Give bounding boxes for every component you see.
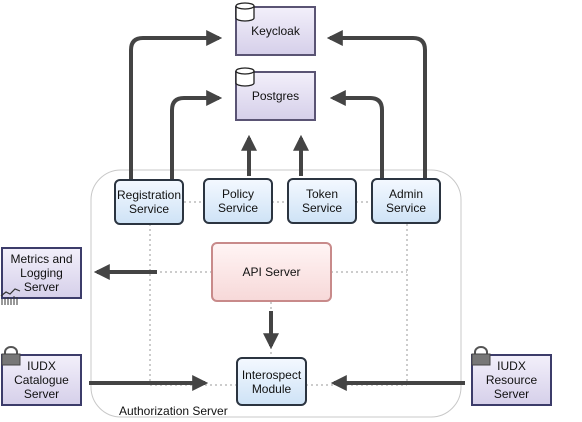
iudx-catalogue-server-label: IUDX Catalogue Server bbox=[14, 359, 69, 401]
iudx-resource-server-label: IUDX Resource Server bbox=[485, 359, 538, 401]
admin-service-label: Admin Service bbox=[385, 187, 426, 215]
admin-service-node[interactable]: Admin Service bbox=[371, 178, 441, 224]
database-cylinder-icon bbox=[235, 2, 255, 22]
api-server-label: API Server bbox=[242, 265, 301, 279]
policy-service-node[interactable]: Policy Service bbox=[203, 178, 273, 224]
token-service-label: Token Service bbox=[301, 187, 342, 215]
registration-service-node[interactable]: Registration Service bbox=[114, 179, 184, 225]
arrow-registration-to-keycloak bbox=[129, 30, 223, 180]
registration-service-label: Registration Service bbox=[116, 188, 182, 216]
authorization-server-container bbox=[90, 169, 462, 418]
interospect-module-node[interactable]: Interospect Module bbox=[236, 357, 307, 406]
token-service-node[interactable]: Token Service bbox=[287, 178, 357, 224]
arrow-admin-to-keycloak bbox=[326, 30, 427, 180]
keycloak-label: Keycloak bbox=[251, 24, 300, 38]
interospect-module-label: Interospect Module bbox=[241, 367, 302, 396]
lock-icon bbox=[471, 346, 491, 366]
arrow-registration-to-postgres bbox=[170, 90, 223, 180]
authorization-server-label: Authorization Server bbox=[119, 404, 228, 418]
postgres-label: Postgres bbox=[251, 89, 300, 103]
postgres-node[interactable]: Postgres bbox=[235, 71, 316, 121]
api-server-node[interactable]: API Server bbox=[211, 242, 332, 302]
metrics-logging-server-label: Metrics and Logging Server bbox=[10, 252, 73, 294]
arrow-admin-to-postgres bbox=[329, 90, 384, 180]
database-cylinder-icon bbox=[235, 67, 255, 87]
lock-icon bbox=[1, 346, 21, 366]
policy-service-label: Policy Service bbox=[217, 187, 258, 215]
arrows bbox=[89, 30, 465, 391]
chart-icon bbox=[0, 288, 21, 305]
